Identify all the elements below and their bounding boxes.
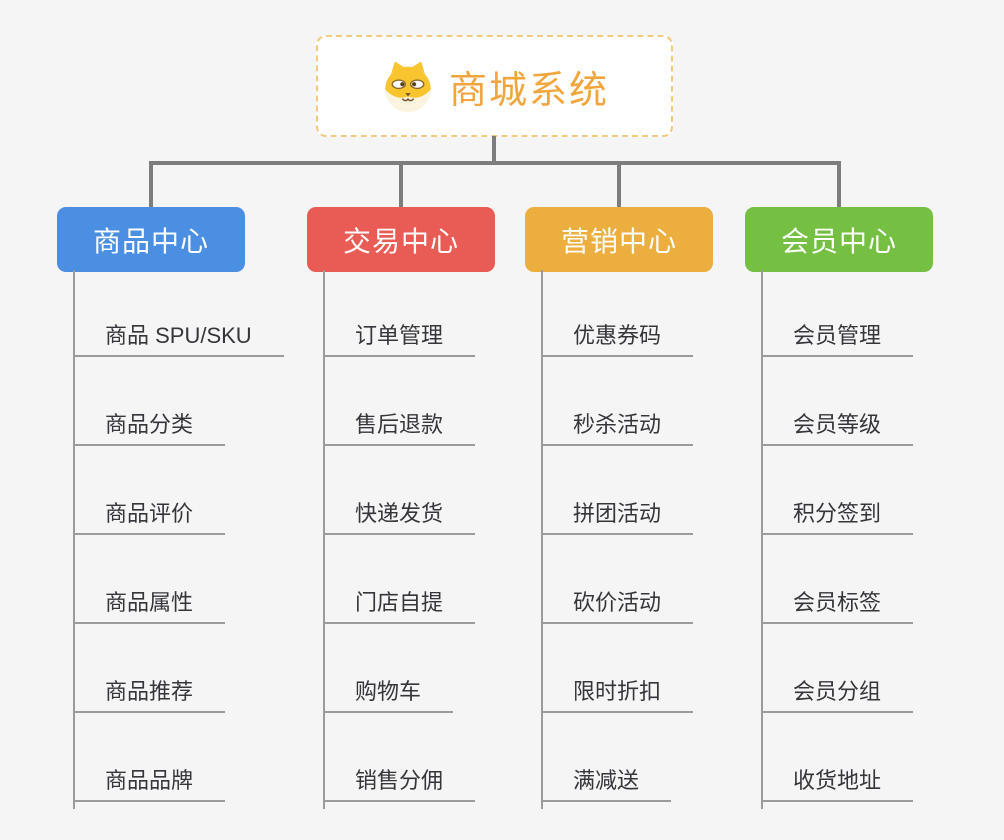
subtopic-node[interactable]: 商品 SPU/SKU — [73, 321, 284, 357]
subtopic-node[interactable]: 商品评价 — [73, 499, 226, 535]
connector-horizontal-line — [149, 161, 840, 165]
subtopic-node[interactable]: 商品推荐 — [73, 677, 226, 713]
subtopic-node[interactable]: 限时折扣 — [541, 677, 694, 713]
subtopic-node[interactable]: 优惠券码 — [541, 321, 694, 357]
subtopic-node[interactable]: 快递发货 — [323, 499, 476, 535]
subtopic-node[interactable]: 积分签到 — [761, 499, 914, 535]
branch-node-marketing[interactable]: 营销中心 — [525, 207, 713, 272]
subtopic-node[interactable]: 拼团活动 — [541, 499, 694, 535]
subtopic-node[interactable]: 收货地址 — [761, 766, 914, 802]
branch-children-line — [761, 270, 763, 809]
subtopic-node[interactable]: 会员等级 — [761, 410, 914, 446]
branch-node-products[interactable]: 商品中心 — [57, 207, 245, 272]
connector-branch-stub — [617, 161, 621, 208]
branch-column-products: 商品中心 商品 SPU/SKU 商品分类 商品评价 商品属性 商品推荐 商品品牌 — [57, 207, 284, 817]
branch-children-line — [73, 270, 75, 809]
branch-node-members[interactable]: 会员中心 — [745, 207, 933, 272]
shiba-dog-icon — [385, 61, 431, 113]
subtopic-node[interactable]: 售后退款 — [323, 410, 476, 446]
branch-node-trade[interactable]: 交易中心 — [307, 207, 495, 272]
subtopic-node[interactable]: 会员标签 — [761, 588, 914, 624]
connector-branch-stub — [149, 161, 153, 208]
subtopic-node[interactable]: 砍价活动 — [541, 588, 694, 624]
branch-children-line — [323, 270, 325, 809]
connector-root-stub — [492, 136, 496, 164]
connector-branch-stub — [399, 161, 403, 208]
branch-children-line — [541, 270, 543, 809]
subtopic-node[interactable]: 商品分类 — [73, 410, 226, 446]
subtopic-node[interactable]: 秒杀活动 — [541, 410, 694, 446]
subtopic-node[interactable]: 购物车 — [323, 677, 454, 713]
subtopic-node[interactable]: 满减送 — [541, 766, 672, 802]
subtopic-node[interactable]: 商品品牌 — [73, 766, 226, 802]
root-title: 商城系统 — [448, 69, 609, 112]
subtopic-node[interactable]: 门店自提 — [323, 588, 476, 624]
branch-column-members: 会员中心 会员管理 会员等级 积分签到 会员标签 会员分组 收货地址 — [745, 207, 933, 817]
root-node[interactable]: 商城系统 — [316, 35, 673, 137]
subtopic-node[interactable]: 会员管理 — [761, 321, 914, 357]
subtopic-node[interactable]: 订单管理 — [323, 321, 476, 357]
branch-column-marketing: 营销中心 优惠券码 秒杀活动 拼团活动 砍价活动 限时折扣 满减送 — [525, 207, 713, 817]
connector-branch-stub — [837, 161, 841, 208]
subtopic-node[interactable]: 销售分佣 — [323, 766, 476, 802]
subtopic-node[interactable]: 会员分组 — [761, 677, 914, 713]
subtopic-node[interactable]: 商品属性 — [73, 588, 226, 624]
branch-column-trade: 交易中心 订单管理 售后退款 快递发货 门店自提 购物车 销售分佣 — [307, 207, 495, 817]
